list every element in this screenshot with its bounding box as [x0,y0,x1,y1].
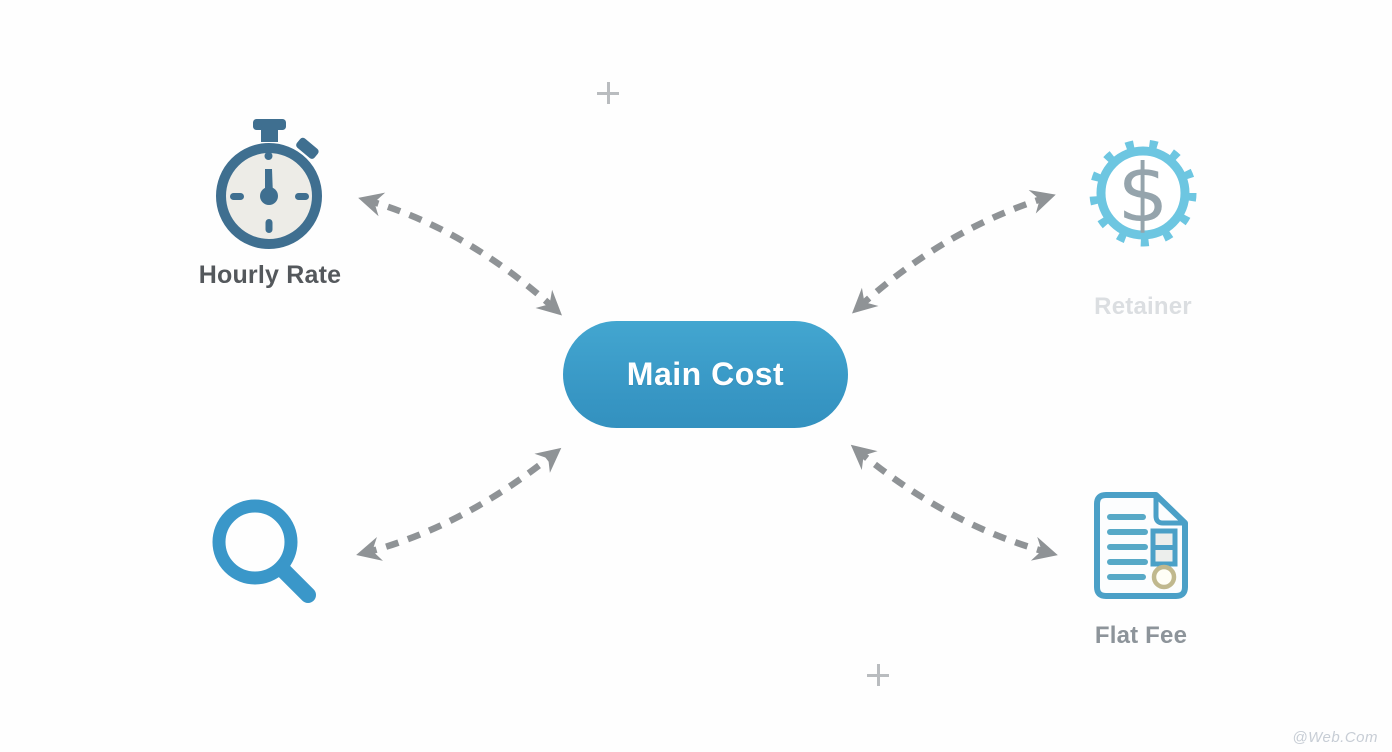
node-label: Retainer [1094,293,1192,320]
dashed-arrow-bottom-left [356,447,562,561]
node-main-cost[interactable]: Main Cost [563,321,848,428]
dashed-arrow-bottom-right [850,444,1058,561]
node-retainer[interactable]: $ Retainer [1033,137,1253,321]
dashed-arrow-top-left [358,192,562,316]
stopwatch-icon [216,119,322,249]
node-label: Hourly Rate [198,261,342,289]
plus-icon [867,664,889,686]
node-hourly-rate[interactable]: Hourly Rate [160,119,380,290]
dollar-coin-icon: $ [1089,139,1197,247]
magnifying-glass-icon [212,499,316,603]
node-label: Flat Fee [1094,622,1188,649]
plus-icon [597,82,619,104]
dashed-arrow-top-right [852,190,1056,314]
dollar-symbol: $ [1118,147,1169,240]
node-flat-fee[interactable]: Flat Fee [1031,490,1251,650]
main-cost-label: Main Cost [626,356,785,392]
invoice-document-icon [1094,492,1188,599]
watermark-text: @Web.Com [1292,729,1378,746]
node-search[interactable] [155,493,375,619]
